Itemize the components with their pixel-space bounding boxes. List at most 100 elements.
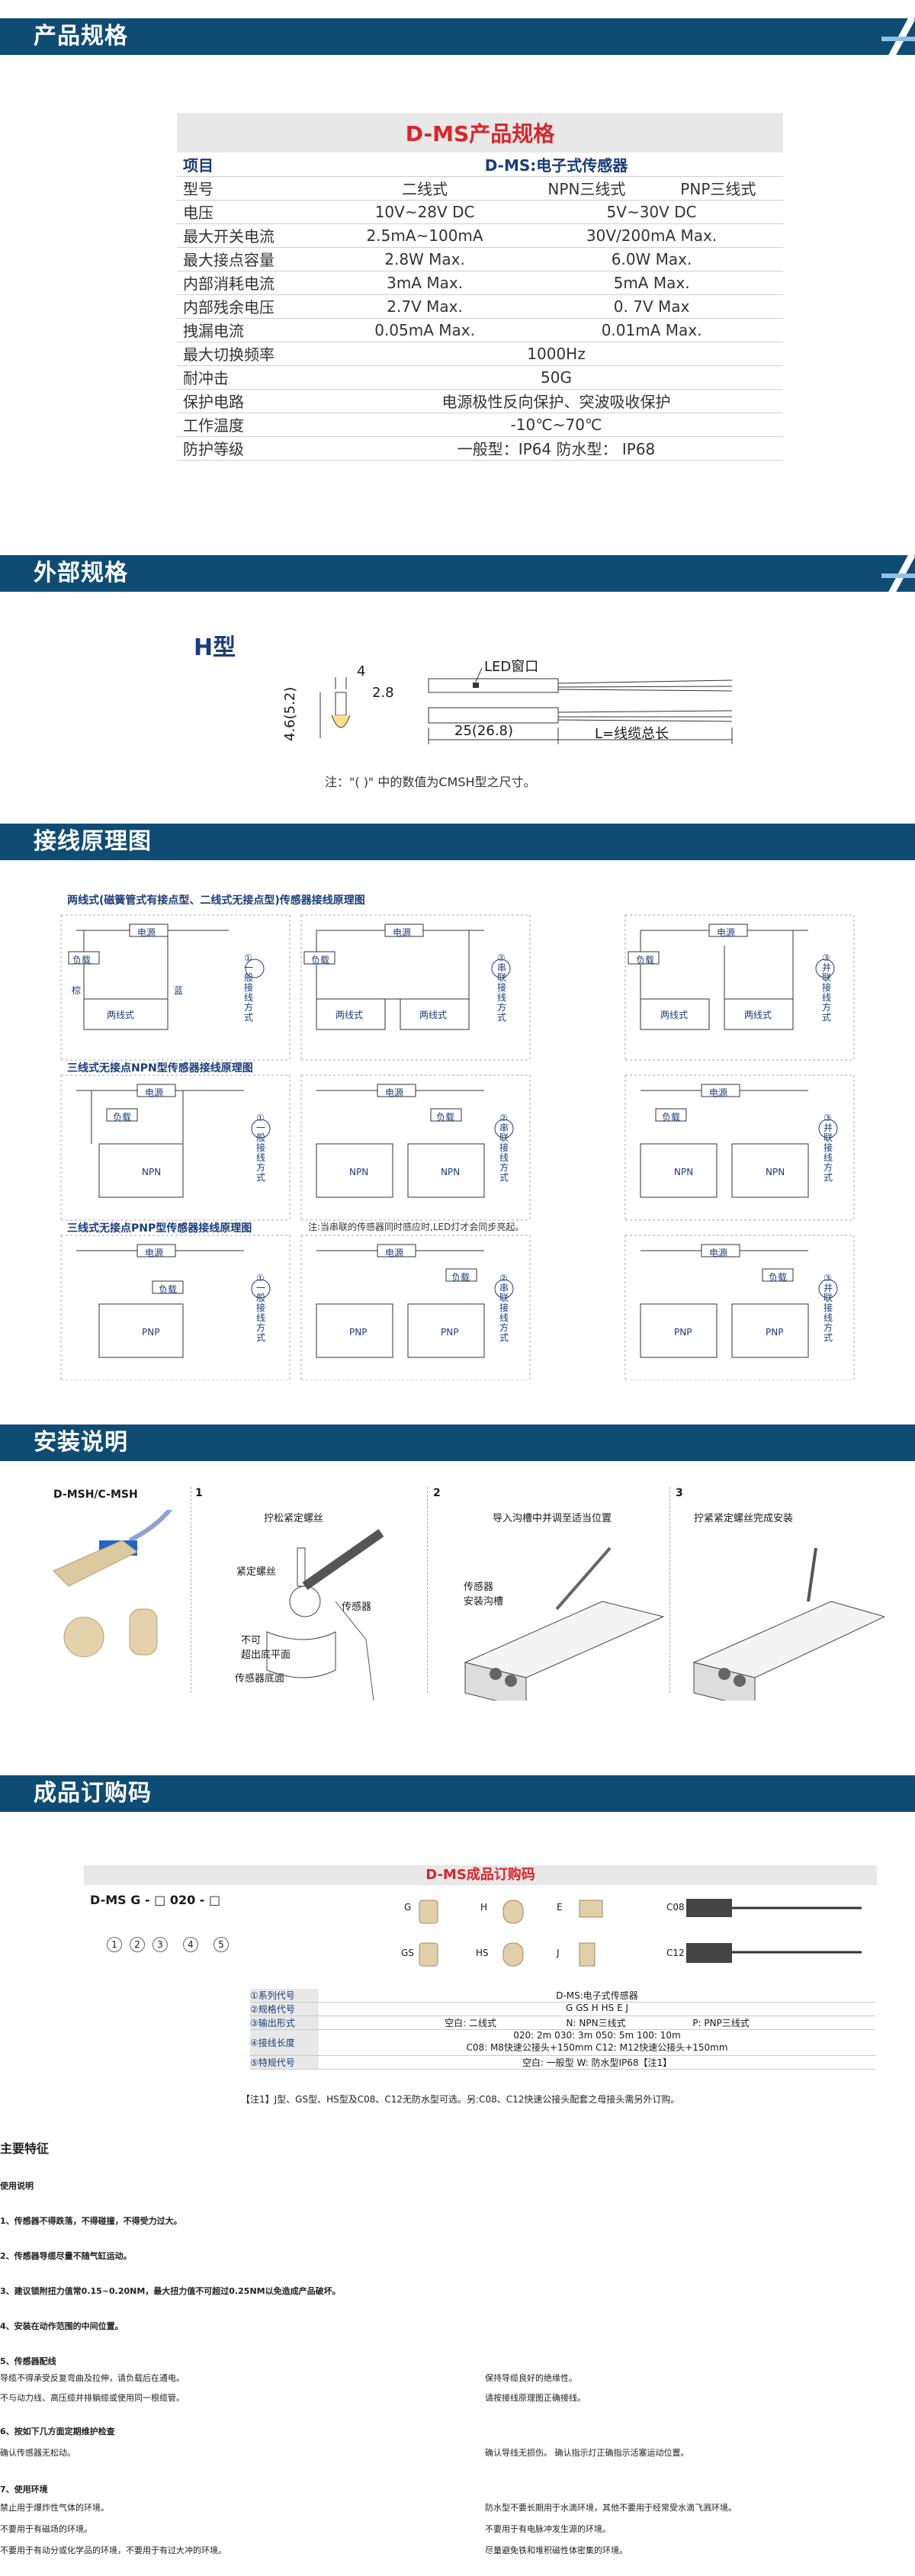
shape-GS: GS [401, 1948, 414, 1958]
label-pnp: PNP [441, 1327, 459, 1338]
label-pnp: PNP [349, 1327, 368, 1338]
method-2: ②串联接线方式 [499, 1273, 509, 1343]
row-cell: 电源极性反向保护、突波吸收保护 [329, 389, 783, 413]
dim-4: 4 [357, 663, 366, 679]
wiring-right-1: 请按接线原理图正确接线。 [485, 2393, 586, 2403]
loosen-label: 拧松紧定螺丝 [264, 1513, 324, 1524]
wiring-title-2wire: 两线式(磁簧管式有接点型、二线式无接点型)传感器接线原理图 [67, 895, 365, 907]
feature-item: 3、建议锁附扭力值常0.15~0.20NM，最大扭力值不可超过0.25NM以免造… [0, 2286, 341, 2296]
row-label: 耐冲击 [177, 365, 329, 390]
row-cell: 2.8W Max. [329, 247, 521, 271]
table-row: ⑤特规代号空白: 一般型 W: 防水型IP68【注1】 [250, 2056, 875, 2070]
section-title: 产品规格 [34, 23, 128, 50]
row-label: 防护等级 [177, 436, 329, 461]
shape-E: E [557, 1902, 563, 1913]
method-3: ③并联接线方式 [824, 1113, 833, 1183]
row-cell: 5mA Max. [520, 271, 783, 295]
step-divider [427, 1487, 428, 1693]
order-code: D-MS G - □ 020 - □ [90, 1893, 221, 1907]
order-key: ⑤特规代号 [250, 2056, 319, 2069]
row-label: 最大切换频率 [177, 342, 329, 366]
label-two-wire: 两线式 [744, 1010, 772, 1020]
label-power: 电源 [145, 1087, 164, 1098]
label-blue: 蓝 [174, 985, 184, 996]
label-load: 负载 [769, 1272, 788, 1283]
order-key: ④接线长度 [250, 2030, 319, 2055]
section-banner-wiring: 接线原理图 [0, 824, 915, 860]
order-value: 020: 2m 030: 3m 050: 5m 100: 10m C08: M8… [466, 2030, 728, 2053]
sensor-product-image [53, 1510, 173, 1658]
shape-H: H [480, 1902, 488, 1913]
env-title: 7、使用环境 [0, 2484, 48, 2494]
order-num: 3 [152, 1937, 168, 1952]
row-cell: 0. 7V Max [520, 294, 783, 319]
label-power: 电源 [137, 927, 156, 938]
env-left-1: 不要用于有磁场的环境。 [0, 2524, 92, 2534]
env-right-1: 不要用于有电脉冲发生源的环境。 [485, 2524, 611, 2534]
feature-item: 2、传感器导缆尽量不随气缸运动。 [0, 2251, 132, 2261]
label-npn: NPN [674, 1167, 694, 1177]
method-1: ①一般接线方式 [244, 952, 254, 1023]
method-3: ③并联接线方式 [824, 1273, 833, 1343]
shape-HS: HS [476, 1948, 489, 1958]
order-key: ③输出形式 [250, 2016, 319, 2029]
spec-header-value: D-MS:电子式传感器 [329, 153, 783, 177]
features: 主要特征 使用说明 1、传感器不得跌落，不得碰撞，不得受力过大。 2、传感器导缆… [0, 2135, 915, 2570]
env-right-2: 尽量避免铁和堆积磁性体密集的环境。 [485, 2545, 628, 2555]
row-cell: 50G [329, 365, 783, 390]
label-load: 负载 [451, 1272, 470, 1283]
order-num: 5 [214, 1937, 229, 1952]
noexceed-label: 不可 超出底平面 [241, 1635, 291, 1661]
label-load: 负载 [636, 955, 655, 965]
order-shapes [419, 1899, 862, 1967]
label-pnp: PNP [674, 1327, 692, 1338]
step-1: 1 [195, 1487, 203, 1499]
label-load: 负载 [113, 1112, 132, 1123]
label-load: 负载 [662, 1112, 681, 1123]
label-two-wire: 两线式 [107, 1010, 135, 1020]
sensor-label: 传感器 [342, 1601, 372, 1613]
label-load: 负载 [311, 955, 330, 965]
install-model-label: D-MSH/C-MSH [53, 1489, 138, 1501]
table-row: ④接线长度 020: 2m 030: 3m 050: 5m 100: 10m C0… [250, 2030, 875, 2056]
shape-C08: C08 [666, 1902, 685, 1913]
label-load: 负载 [72, 955, 92, 965]
table-row: 型号 二线式 NPN三线式 PNP三线式 [177, 176, 783, 201]
label-load: 负载 [436, 1112, 455, 1123]
label-power: 电源 [709, 1087, 728, 1098]
row-label: 内部残余电压 [177, 294, 329, 319]
section-title: 外部规格 [34, 560, 128, 586]
usage-title: 使用说明 [0, 2181, 34, 2191]
groove-label: 传感器 安装沟槽 [464, 1582, 504, 1608]
row-label: 工作温度 [177, 413, 329, 437]
spec-table: D-MS产品规格 项目 D-MS:电子式传感器 型号 二线式 NPN三线式 PN… [177, 113, 783, 461]
install-area: D-MSH/C-MSH 1 2 3 拧松紧定螺丝 紧定螺丝 传感器 不可 超出底… [30, 1487, 884, 1708]
pnp-note: 注:当串联的传感器同时感应时,LED灯才会同步亮起。 [308, 1222, 525, 1232]
order-key: ①系列代号 [250, 1989, 319, 2002]
features-title: 主要特征 [0, 2141, 50, 2156]
dim-2-8: 2.8 [372, 685, 394, 701]
env-right-0: 防水型不要长期用于水滴环境，其他不要用于经常受水滴飞溅环境。 [485, 2503, 737, 2513]
row-cell: PNP三线式 [653, 176, 783, 201]
label-power: 电源 [145, 1248, 164, 1258]
insert-label: 导入沟槽中并调至适当位置 [493, 1513, 612, 1524]
row-cell: 6.0W Max. [520, 247, 783, 271]
dim-25: 25(26.8) [454, 723, 514, 739]
step-divider [669, 1487, 670, 1693]
label-two-wire: 两线式 [336, 1010, 364, 1020]
feature-item: 5、传感器配线 [0, 2356, 56, 2366]
row-cell: 1000Hz [329, 342, 783, 366]
install-step2-drawing [464, 1547, 665, 1701]
label-power: 电源 [385, 1248, 404, 1258]
row-cell: 0.01mA Max. [520, 318, 783, 342]
spec-header-item: 项目 [177, 153, 329, 177]
step-3: 3 [676, 1487, 683, 1499]
check-right: 确认导线无损伤。 确认指示灯正确指示活塞运动位置。 [485, 2448, 689, 2458]
row-cell: 0.05mA Max. [329, 318, 521, 342]
row-cell: 10V~28V DC [329, 200, 521, 224]
label-brown: 棕 [72, 985, 82, 996]
